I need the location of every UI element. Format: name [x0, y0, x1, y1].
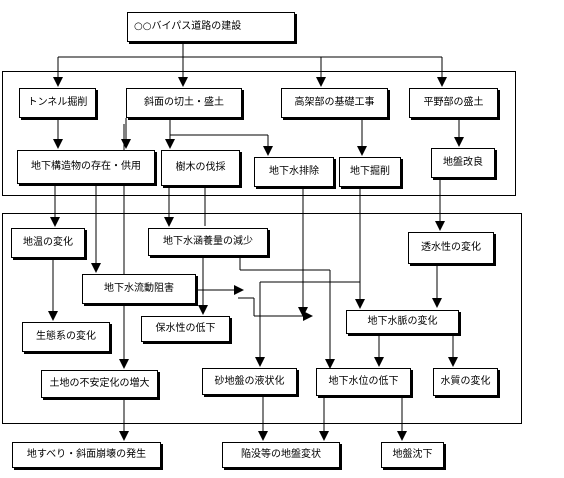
- causes-group: [2, 71, 516, 196]
- ecosystem-change-box: 生態系の変化: [22, 322, 110, 352]
- land-subsidence-box: 地盤沈下: [381, 442, 444, 468]
- slope-cut-fill-box: 斜面の切土・盛土: [126, 88, 242, 118]
- groundwater-vein-box: 地下水脈の変化: [346, 310, 459, 334]
- permeability-change-box: 透水性の変化: [408, 232, 494, 264]
- underground-excavation-box: 地下掘削: [339, 157, 401, 187]
- water-retention-box: 保水性の低下: [141, 316, 230, 342]
- effects-group: [2, 213, 522, 424]
- groundwater-level-drop-box: 地下水位の低下: [316, 368, 411, 396]
- plain-embankment-box: 平野部の盛土: [409, 88, 498, 118]
- tunnel-excavation-box: トンネル掘削: [19, 88, 96, 118]
- landslide-box: 地すべり・斜面崩壊の発生: [12, 442, 161, 468]
- ground-deformation-box: 陥没等の地盤変状: [222, 442, 340, 468]
- viaduct-foundation-box: 高架部の基礎工事: [281, 88, 388, 118]
- recharge-decrease-box: 地下水涵養量の減少: [148, 228, 268, 256]
- soil-improvement-box: 地盤改良: [431, 148, 495, 178]
- underground-structure-box: 地下構造物の存在・供用: [17, 150, 155, 184]
- flow-obstruction-box: 地下水流動阻害: [82, 274, 196, 304]
- groundwater-drainage-box: 地下水排除: [254, 157, 334, 187]
- liquefaction-box: 砂地盤の液状化: [202, 368, 297, 395]
- water-quality-box: 水質の変化: [433, 368, 498, 396]
- project-title-box: ○○バイパス道路の建設: [127, 12, 295, 42]
- tree-felling-box: 樹木の伐採: [161, 150, 240, 186]
- land-instability-box: 土地の不安定化の増大: [41, 370, 158, 398]
- ground-temperature-box: 地温の変化: [11, 228, 85, 258]
